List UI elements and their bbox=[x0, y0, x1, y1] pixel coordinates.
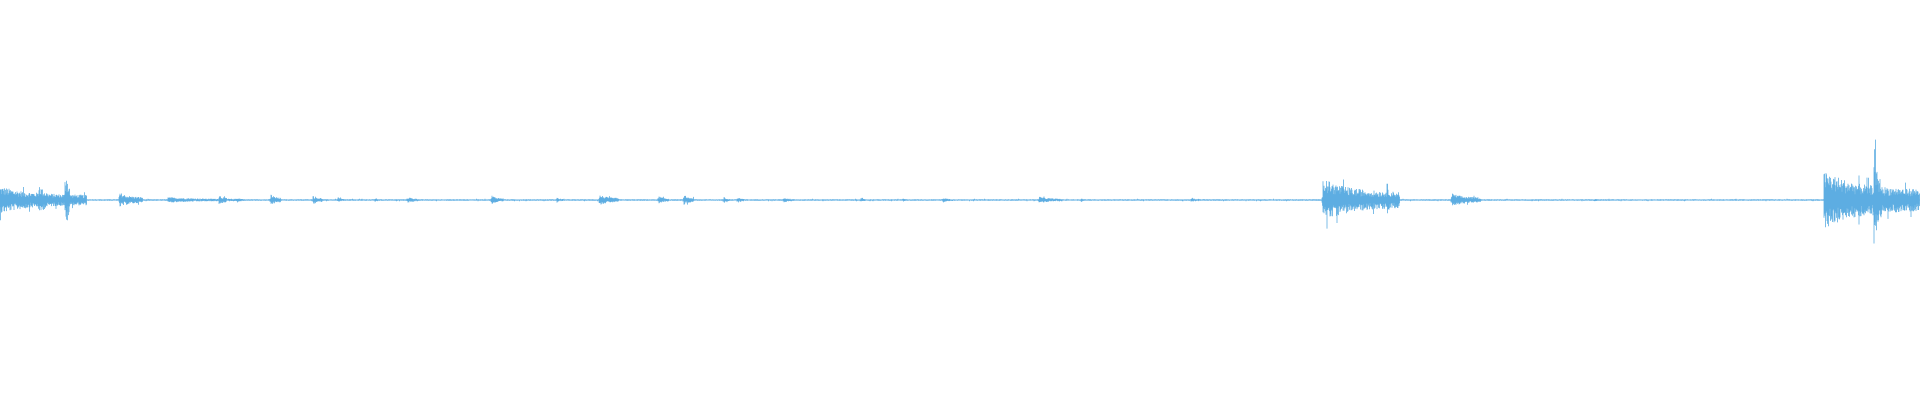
waveform-samples bbox=[0, 139, 1920, 244]
waveform-path bbox=[0, 139, 1920, 244]
